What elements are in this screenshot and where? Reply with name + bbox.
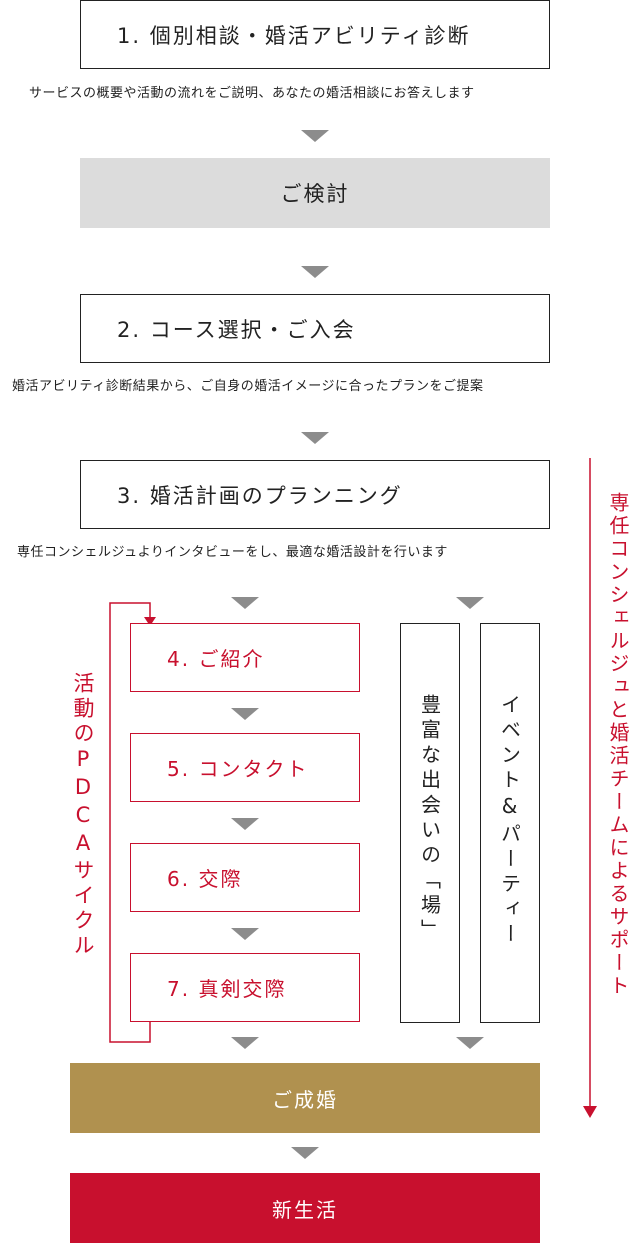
pdca-step-contact: 5. コンタクト: [130, 733, 360, 802]
pdca-step-label: 5. コンタクト: [167, 757, 309, 781]
consider-label: ご検討: [280, 182, 350, 206]
pdca-step-label: 7. 真剣交際: [167, 977, 287, 1001]
step3-caption: 専任コンシェルジュよりインタビューをし、最適な婚活設計を行います: [17, 545, 448, 560]
events-party-label: イベント&パーティー: [497, 694, 522, 948]
down-arrow-icon: [231, 928, 259, 940]
down-arrow-icon: [231, 1037, 259, 1049]
step1-label: 1. 個別相談・婚活アビリティ診断: [117, 23, 471, 48]
down-arrow-icon: [456, 1037, 484, 1049]
pdca-cycle-label: 活動のPDCAサイクル: [71, 672, 95, 959]
pdca-loop-arrow: [109, 602, 156, 1043]
pdca-step-serious-dating: 7. 真剣交際: [130, 953, 360, 1022]
down-arrow-icon: [231, 597, 259, 609]
opportunity-place-box: 豊富な出会いの「場」: [400, 623, 460, 1023]
marriage-box: ご成婚: [70, 1063, 540, 1133]
support-arrow: [583, 458, 597, 1118]
down-arrow-icon: [456, 597, 484, 609]
down-arrow-icon: [291, 1147, 319, 1159]
pdca-step-label: 4. ご紹介: [167, 647, 265, 671]
step2-label: 2. コース選択・ご入会: [117, 317, 356, 342]
pdca-step-introduction: 4. ご紹介: [130, 623, 360, 692]
down-arrow-icon: [231, 708, 259, 720]
step2-caption: 婚活アビリティ診断結果から、ご自身の婚活イメージに合ったプランをご提案: [12, 379, 484, 394]
down-arrow-icon: [301, 432, 329, 444]
events-party-box: イベント&パーティー: [480, 623, 540, 1023]
pdca-step-label: 6. 交際: [167, 867, 243, 891]
step1-box: 1. 個別相談・婚活アビリティ診断: [80, 0, 550, 69]
down-arrow-icon: [301, 266, 329, 278]
consider-box: ご検討: [80, 158, 550, 228]
down-arrow-icon: [231, 818, 259, 830]
new-life-label: 新生活: [272, 1197, 338, 1222]
down-arrow-icon: [301, 130, 329, 142]
step1-caption: サービスの概要や活動の流れをご説明、あなたの婚活相談にお答えします: [29, 86, 475, 101]
step3-box: 3. 婚活計画のプランニング: [80, 460, 550, 529]
opportunity-place-label: 豊富な出会いの「場」: [417, 694, 442, 944]
step3-label: 3. 婚活計画のプランニング: [117, 483, 403, 508]
support-label: 専任コンシェルジュと婚活チームによるサポート: [606, 492, 630, 998]
pdca-step-dating: 6. 交際: [130, 843, 360, 912]
new-life-box: 新生活: [70, 1173, 540, 1243]
marriage-label: ご成婚: [272, 1087, 338, 1112]
step2-box: 2. コース選択・ご入会: [80, 294, 550, 363]
